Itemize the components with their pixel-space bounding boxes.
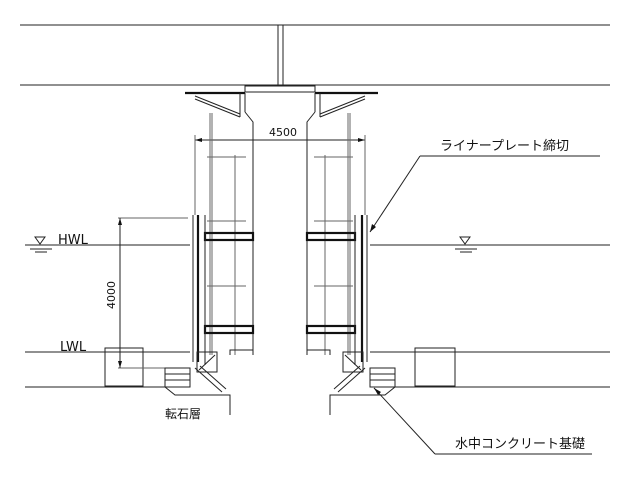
water-level-icon [459, 236, 471, 245]
cobble-layer-label: 転石層 [165, 407, 201, 421]
left-block [104, 347, 144, 387]
top-bracket [185, 85, 378, 355]
hwl-label: HWL [58, 233, 89, 248]
foundation [164, 351, 396, 415]
right-block [414, 347, 456, 387]
water-level-icon [34, 236, 46, 245]
depth-dimension-label: 4000 [105, 281, 118, 309]
water-levels: HWL LWL [25, 233, 610, 388]
width-dimension-label: 4500 [269, 126, 297, 139]
foundation-label: 水中コンクリート基礎 [455, 437, 585, 452]
deck-slab [20, 24, 610, 86]
annotations: 転石層 ライナープレート締切 水中コンクリート基礎 [165, 138, 600, 455]
lwl-label: LWL [60, 340, 87, 355]
right-frame [305, 113, 368, 365]
liner-plate-label: ライナープレート締切 [440, 138, 569, 154]
width-dimension: 4500 [194, 126, 366, 215]
left-frame [192, 113, 255, 365]
depth-dimension: 4000 [105, 217, 190, 369]
